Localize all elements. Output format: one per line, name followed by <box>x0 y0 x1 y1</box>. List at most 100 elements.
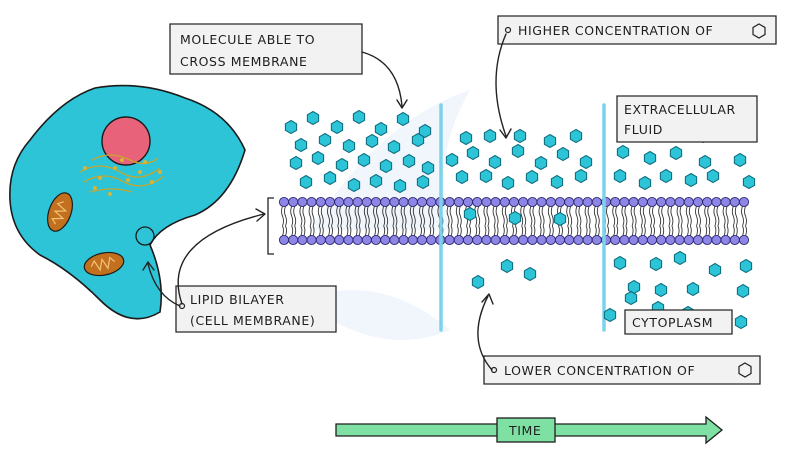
molecule-hexagon <box>347 177 361 193</box>
molecule-hexagon <box>574 168 588 184</box>
molecule-hexagon <box>511 143 525 159</box>
molecule-hexagon <box>357 152 371 168</box>
lipid-tails <box>593 205 600 237</box>
molecule-hexagon <box>483 128 497 144</box>
lipid-tails <box>327 205 333 237</box>
lipid-tails <box>281 205 287 237</box>
phospholipid-head <box>315 196 326 208</box>
phospholipid-head <box>564 234 575 246</box>
molecule-hexagon <box>318 132 332 148</box>
molecule-hexagon <box>669 145 683 161</box>
molecule-hexagon <box>455 169 469 185</box>
label-molecule-line2: CROSS MEMBRANE <box>180 54 308 69</box>
phospholipid-head <box>656 196 667 208</box>
molecule-hexagon <box>543 133 557 149</box>
molecule-hexagon <box>369 173 383 189</box>
phospholipid-head <box>426 234 437 246</box>
phospholipid-head <box>711 196 722 208</box>
lipid-tails <box>446 205 453 237</box>
phospholipid-head <box>610 196 621 208</box>
phospholipid-head <box>361 196 372 208</box>
phospholipid-head <box>536 234 547 246</box>
phospholipid-head <box>692 196 704 208</box>
molecule-hexagon <box>479 168 493 184</box>
lipid-tails <box>685 205 692 237</box>
label-molecule-line1: MOLECULE ABLE TO <box>180 32 315 47</box>
phospholipid-head <box>564 196 575 208</box>
lipid-tails <box>731 205 738 237</box>
arrow-lipid-to-bracket <box>177 213 265 305</box>
label-higher: HIGHER CONCENTRATION OF <box>497 15 777 45</box>
lipid-tails <box>391 205 398 237</box>
molecule-hexagon <box>466 145 480 161</box>
phospholipid-head <box>426 196 437 208</box>
lipid-tails <box>336 205 343 237</box>
lipid-tails <box>400 205 407 237</box>
molecule-hexagon <box>365 133 379 149</box>
molecule-hexagon <box>613 168 627 184</box>
lipid-tails <box>538 205 545 237</box>
phospholipid-head <box>444 196 455 208</box>
molecule-hexagon <box>508 210 522 226</box>
molecule-hexagon <box>459 130 473 146</box>
molecule-hexagon <box>579 154 593 170</box>
molecule-hexagon <box>525 169 539 185</box>
label-molecule: MOLECULE ABLE TO CROSS MEMBRANE <box>169 23 363 75</box>
phospholipid-head <box>306 196 317 208</box>
phospholipid-head <box>398 234 409 246</box>
phospholipid-head <box>472 196 483 208</box>
arrow-lower <box>477 295 493 371</box>
phospholipid-head <box>665 196 676 208</box>
molecule-hexagon <box>379 158 393 174</box>
phospholipid-head <box>619 196 630 208</box>
phospholipid-head <box>729 234 740 246</box>
phospholipid-head <box>646 234 658 246</box>
phospholipid-head <box>702 234 713 246</box>
molecule-hexagon <box>463 206 477 222</box>
phospholipid-head <box>490 196 501 208</box>
molecule-hexagon <box>708 262 722 278</box>
lipid-tails <box>649 205 655 237</box>
phospholipid-head <box>389 196 400 208</box>
phospholipid-head <box>573 196 584 208</box>
lipid-tails <box>741 205 747 237</box>
molecule-hexagon <box>352 109 366 125</box>
phospholipid-head <box>444 234 455 246</box>
lipid-tails <box>483 205 490 237</box>
phospholipid-head <box>582 196 593 208</box>
molecule-hexagon <box>330 119 344 135</box>
lipid-tails <box>290 205 297 237</box>
lipid-tails <box>658 205 665 237</box>
phospholipid-head <box>591 234 602 246</box>
label-lipid: LIPID BILAYER (CELL MEMBRANE) <box>175 285 337 333</box>
lipid-tails <box>547 205 554 237</box>
arrow-lipid-to-cell <box>147 263 181 307</box>
phospholipid-head <box>380 234 391 246</box>
lipid-tails <box>492 205 499 237</box>
molecule-hexagon <box>733 152 747 168</box>
molecule-hexagon <box>402 153 416 169</box>
molecule-hexagon <box>603 307 617 323</box>
label-lower-text: LOWER CONCENTRATION OF <box>504 363 695 378</box>
lipid-tails <box>612 205 619 237</box>
molecule-hexagon <box>654 282 668 298</box>
lipid-tails <box>373 205 379 237</box>
label-extracellular: EXTRACELLULAR FLUID <box>616 95 758 143</box>
phospholipid-head <box>490 234 501 246</box>
phospholipid-head <box>407 196 418 208</box>
molecule-hexagon <box>684 172 698 188</box>
phospholipid-head <box>729 196 740 208</box>
lipid-tails <box>695 205 701 237</box>
phospholipid-head <box>472 234 483 246</box>
phospholipid-head <box>453 234 464 246</box>
phospholipid-head <box>278 196 290 208</box>
phospholipid-head <box>416 196 428 208</box>
membrane-zoom-circle <box>135 226 155 246</box>
molecule-hexagon <box>550 174 564 190</box>
lipid-tails <box>354 205 361 237</box>
phospholipid-head <box>334 196 345 208</box>
phospholipid-head <box>637 196 648 208</box>
arrow-molecule <box>361 51 403 107</box>
phospholipid-head <box>324 234 336 246</box>
phospholipid-head <box>278 234 290 246</box>
